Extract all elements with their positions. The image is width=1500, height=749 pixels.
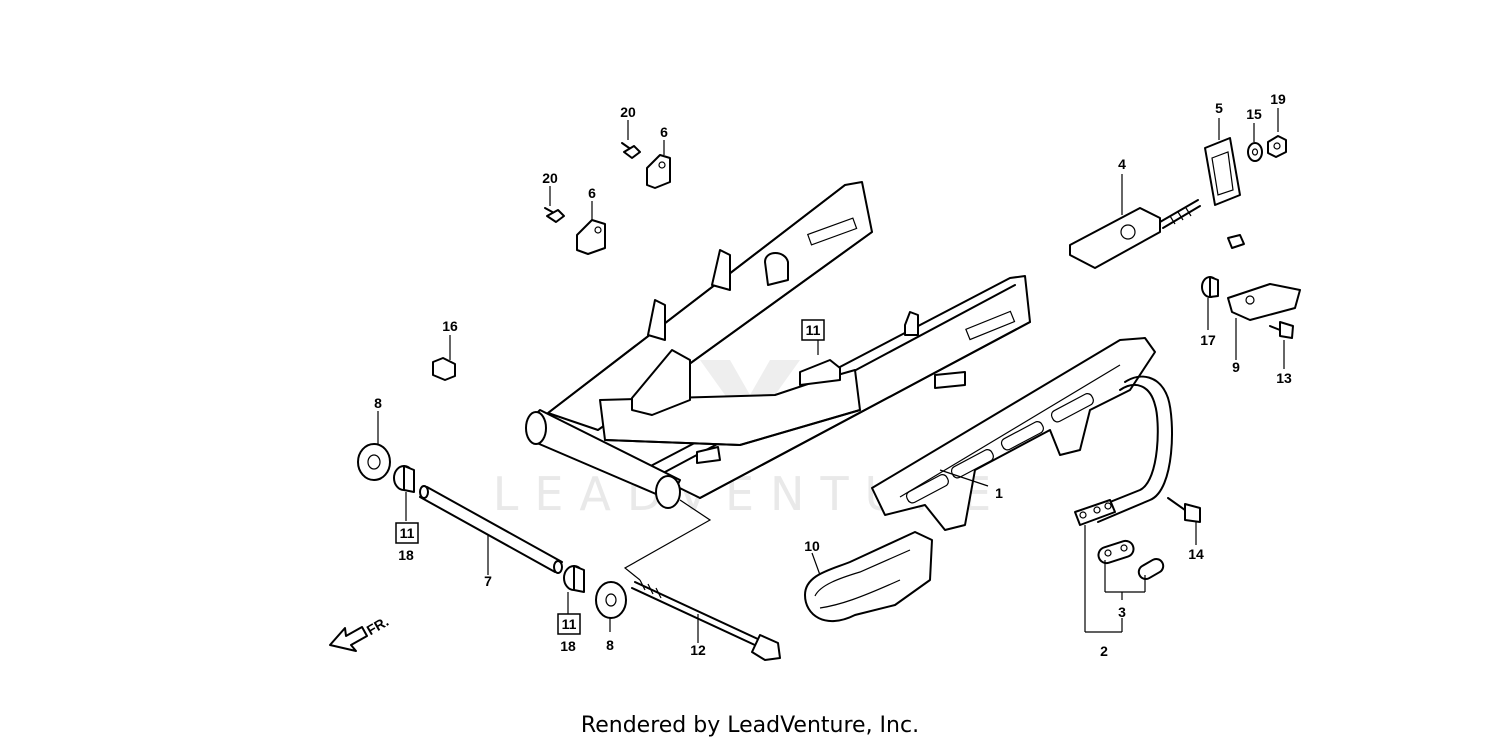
front-direction-label: FR. xyxy=(364,613,392,638)
callout-8-right: 8 xyxy=(606,637,614,653)
callout-2: 2 xyxy=(1100,643,1108,659)
callout-20-upper: 20 xyxy=(620,104,636,120)
callout-8-left: 8 xyxy=(374,395,382,411)
pivot-bolt[interactable] xyxy=(631,579,781,661)
callout-18-left: 18 xyxy=(398,547,414,563)
callout-3: 3 xyxy=(1118,604,1126,620)
pivot-cap-nut[interactable] xyxy=(432,357,456,381)
guide-plate-bolt[interactable] xyxy=(1269,321,1294,339)
needle-bearing-right[interactable] xyxy=(563,565,585,593)
callout-5: 5 xyxy=(1215,100,1223,116)
callout-6-upper: 6 xyxy=(660,124,668,140)
ref-box-11-swingarm: 11 xyxy=(801,319,825,341)
callout-19: 19 xyxy=(1270,91,1286,107)
callout-7: 7 xyxy=(484,573,492,589)
callout-4: 4 xyxy=(1118,156,1126,172)
collar[interactable] xyxy=(1201,276,1219,298)
chain-guide-plate[interactable] xyxy=(1227,234,1301,321)
callout-14: 14 xyxy=(1188,546,1204,562)
washer[interactable] xyxy=(1247,142,1263,162)
callout-15: 15 xyxy=(1246,106,1262,122)
needle-bearing-left[interactable] xyxy=(393,465,415,493)
chain-case-bolt[interactable] xyxy=(1167,497,1201,523)
leader-lines xyxy=(377,108,1285,643)
callout-6-lower: 6 xyxy=(588,185,596,201)
dust-seal-left[interactable] xyxy=(357,443,391,481)
flange-bolt-upper[interactable] xyxy=(621,142,641,159)
callout-13: 13 xyxy=(1276,370,1292,386)
pivot-collar-lower[interactable] xyxy=(576,219,606,255)
chain-adjuster[interactable] xyxy=(1069,199,1201,269)
callout-11-right: 11 xyxy=(562,616,577,632)
dust-seal-right[interactable] xyxy=(595,581,627,619)
ref-box-11-right: 11 xyxy=(557,613,581,635)
callout-12: 12 xyxy=(690,642,706,658)
callout-18-right: 18 xyxy=(560,638,576,654)
callout-17: 17 xyxy=(1200,332,1216,348)
callout-11-left: 11 xyxy=(400,525,415,541)
callout-11-swingarm: 11 xyxy=(806,322,821,338)
callout-1: 1 xyxy=(995,485,1003,501)
callout-9: 9 xyxy=(1232,359,1240,375)
callout-10: 10 xyxy=(804,538,820,554)
drive-chain[interactable] xyxy=(1074,375,1173,526)
callout-20-lower: 20 xyxy=(542,170,558,186)
pivot-collar-upper[interactable] xyxy=(646,154,671,189)
chain-slider[interactable] xyxy=(804,531,933,622)
swingarm[interactable] xyxy=(525,181,1031,509)
pivot-shaft[interactable] xyxy=(419,485,563,574)
callout-16: 16 xyxy=(442,318,458,334)
flange-bolt-lower[interactable] xyxy=(544,207,565,223)
hex-nut[interactable] xyxy=(1267,135,1287,158)
callout-labels: 1 2 3 4 5 6 6 7 8 8 9 10 12 13 14 15 16 … xyxy=(374,91,1292,659)
front-direction-arrow: FR. xyxy=(329,613,392,652)
master-link[interactable] xyxy=(1096,539,1165,582)
render-credit: Rendered by LeadVenture, Inc. xyxy=(580,713,920,738)
adjuster-plate[interactable] xyxy=(1204,137,1241,206)
ref-box-11-left: 11 xyxy=(395,522,419,544)
